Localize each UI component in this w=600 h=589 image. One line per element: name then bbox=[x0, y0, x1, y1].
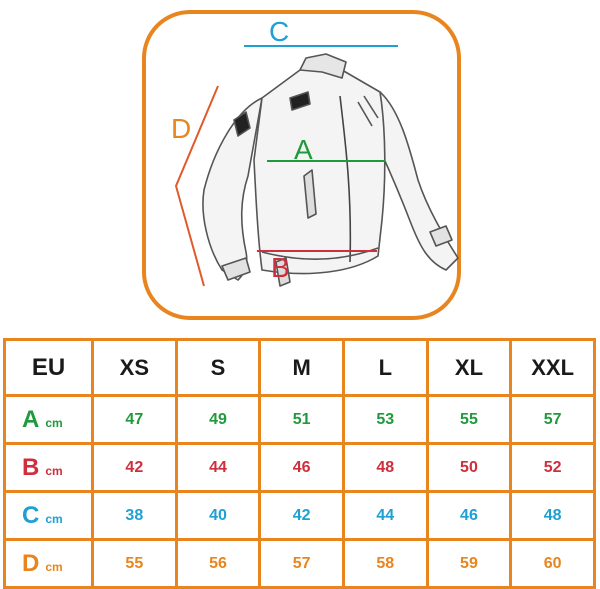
label-c: C bbox=[269, 16, 290, 47]
measure-line-d bbox=[174, 85, 219, 287]
table-cell: 58 bbox=[341, 538, 429, 589]
table-cell: 46 bbox=[258, 442, 345, 493]
label-a: A bbox=[294, 134, 313, 165]
table-cell: 51 bbox=[258, 394, 345, 445]
label-d: D bbox=[171, 113, 192, 144]
table-cell: 38 bbox=[91, 490, 178, 541]
label-b: B bbox=[271, 252, 290, 283]
table-cell: 50 bbox=[425, 442, 513, 493]
row-unit: cm bbox=[45, 463, 63, 478]
table-cell: 57 bbox=[509, 394, 596, 445]
header-size-xxl: XXL bbox=[509, 338, 596, 397]
header-eu: EU bbox=[3, 338, 94, 397]
table-cell: 59 bbox=[425, 538, 513, 589]
table-cell: 47 bbox=[91, 394, 178, 445]
row-letter: A bbox=[22, 405, 40, 433]
header-size-xl: XL bbox=[425, 338, 513, 397]
table-cell: 46 bbox=[425, 490, 513, 541]
table-cell: 42 bbox=[258, 490, 345, 541]
table-cell: 55 bbox=[425, 394, 513, 445]
header-size-xs: XS bbox=[91, 338, 178, 397]
row-letter: C bbox=[22, 501, 40, 529]
row-unit: cm bbox=[45, 511, 63, 526]
row-unit: cm bbox=[45, 415, 63, 430]
header-size-l: L bbox=[341, 338, 429, 397]
table-cell: 52 bbox=[509, 442, 596, 493]
table-cell: 57 bbox=[258, 538, 345, 589]
jacket-illustration bbox=[174, 45, 459, 287]
table-cell: 44 bbox=[174, 442, 262, 493]
table-cell: 48 bbox=[341, 442, 429, 493]
table-cell: 42 bbox=[91, 442, 178, 493]
header-size-m: M bbox=[258, 338, 345, 397]
table-cell: 60 bbox=[509, 538, 596, 589]
header-size-s: S bbox=[174, 338, 262, 397]
table-cell: 53 bbox=[341, 394, 429, 445]
row-unit: cm bbox=[45, 559, 63, 574]
table-header-row: EU XS S M L XL XXL bbox=[3, 338, 596, 397]
jacket-sketch bbox=[202, 53, 459, 287]
row-letter: B bbox=[22, 453, 40, 481]
table-cell: 48 bbox=[509, 490, 596, 541]
table-cell: 40 bbox=[174, 490, 262, 541]
table-cell: 55 bbox=[91, 538, 178, 589]
row-letter: D bbox=[22, 549, 40, 577]
table-cell: 44 bbox=[341, 490, 429, 541]
table-cell: 49 bbox=[174, 394, 262, 445]
table-cell: 56 bbox=[174, 538, 262, 589]
